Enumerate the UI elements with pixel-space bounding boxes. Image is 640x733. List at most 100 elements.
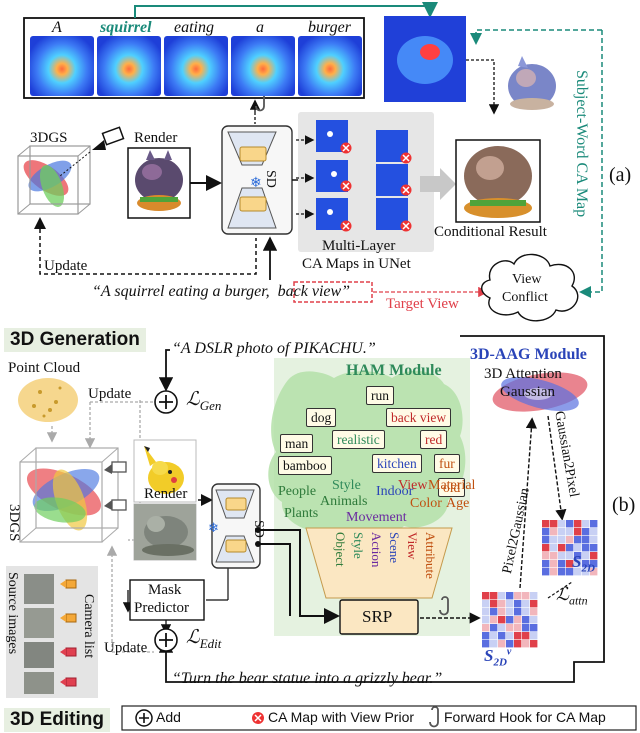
word-label: eating	[174, 19, 214, 36]
grid-cell	[542, 552, 550, 560]
grid-cell	[566, 560, 574, 568]
ham-tag-man: man	[280, 434, 314, 453]
grid-cell	[514, 640, 522, 648]
grid-cell	[522, 632, 530, 640]
label-update-edit: Update	[104, 640, 148, 656]
ca-map-a2	[231, 36, 295, 96]
grid-cell	[514, 600, 522, 608]
grid-cell	[522, 624, 530, 632]
aag-sub-2: Gaussian	[500, 384, 555, 400]
srp-label: SRP	[362, 607, 393, 626]
grid-cell	[514, 608, 522, 616]
srp-col-attribute: Attribute	[423, 532, 438, 579]
ham-tag-bamboo: bamboo	[278, 456, 332, 475]
loss-edit: ℒEdit	[186, 626, 221, 652]
grid-cell	[490, 624, 498, 632]
ham-cat-movement: Movement	[346, 510, 407, 525]
grid-cell	[590, 568, 598, 576]
loss-attn-sub: attn	[568, 593, 588, 608]
ham-tag-run: run	[366, 386, 394, 405]
grid-cell	[542, 568, 550, 576]
grid-cell	[514, 624, 522, 632]
add-icon-legend	[135, 709, 153, 727]
grid-cell	[506, 608, 514, 616]
squirrel-overlay-image	[508, 56, 556, 110]
loss-attn-symbol: ℒ	[556, 584, 569, 604]
label-conflict: Conflict	[502, 290, 548, 305]
ham-cat-style: Style	[332, 478, 361, 493]
grid-cell	[514, 632, 522, 640]
add-icon-edit	[154, 628, 178, 652]
loss-gen: ℒGen	[186, 388, 221, 414]
grid-cell	[498, 600, 506, 608]
grid-cell	[582, 544, 590, 552]
grid-cell	[566, 568, 574, 576]
grid-cell	[574, 560, 582, 568]
aag-title: 3D-AAG Module	[470, 346, 587, 363]
grid-cell	[558, 520, 566, 528]
title-3d-editing: 3D Editing	[4, 708, 110, 732]
grid-cell	[490, 608, 498, 616]
grid-cell	[522, 592, 530, 600]
label-target-view: Target View	[386, 296, 459, 312]
s2d-symbol: S	[572, 552, 582, 571]
srp-col-view: View	[405, 532, 420, 560]
ca-map-view-prior-icons	[340, 142, 412, 232]
word-label-highlight: squirrel	[100, 19, 152, 36]
loss-gen-sub: Gen	[199, 397, 222, 413]
ham-tag-back-view: back view	[386, 408, 452, 427]
ham-tag-realistic: realistic	[332, 430, 385, 449]
grid-cell	[550, 520, 558, 528]
grid-cell	[582, 536, 590, 544]
s2d-symbol: S	[484, 646, 494, 665]
grid-cell	[490, 592, 498, 600]
grid-cell	[550, 568, 558, 576]
grid-cell	[550, 560, 558, 568]
ham-tag-kitchen: kitchen	[372, 454, 422, 473]
loss-gen-symbol: ℒ	[186, 389, 200, 410]
ca-map-squirrel	[97, 36, 161, 96]
grid-cell	[514, 616, 522, 624]
grid-cell	[574, 528, 582, 536]
label-mask: Mask	[148, 582, 182, 598]
label-conditional-result: Conditional Result	[434, 224, 547, 240]
camera-list-icons	[60, 579, 77, 687]
grid-cell	[542, 536, 550, 544]
sd-unet-bottom	[211, 483, 261, 569]
label-sd-bottom: SD	[251, 520, 266, 538]
squirrel-render-image	[135, 150, 183, 211]
legend-forward-hook: Forward Hook for CA Map	[444, 709, 606, 725]
grid-cell	[530, 592, 538, 600]
grid-cell	[574, 520, 582, 528]
label-source-images: Source images	[5, 572, 20, 655]
grid-cell	[498, 624, 506, 632]
camera-icon-top	[59, 126, 125, 177]
word-label: a	[256, 19, 264, 36]
frozen-icon-bottom: ❄	[208, 520, 219, 535]
label-subject-word-ca-map: Subject-Word CA Map	[573, 70, 590, 218]
grid-cell	[590, 536, 598, 544]
panel-label-a: (a)	[609, 164, 632, 186]
back-view-highlight	[293, 281, 373, 303]
s2d-sub: 2D	[581, 562, 595, 575]
s2d-label-bottom: S2Dv	[484, 646, 511, 668]
3dgs-cube-top	[17, 145, 91, 215]
grid-cell	[582, 568, 590, 576]
grid-cell	[506, 640, 514, 648]
grid-cell	[530, 640, 538, 648]
grid-cell	[530, 600, 538, 608]
grid-cell	[482, 640, 490, 648]
prompt-main: “A squirrel eating a burger,	[92, 283, 270, 300]
prompt-text-top: “A squirrel eating a burger, back view”	[92, 283, 350, 301]
grid-cell	[482, 600, 490, 608]
label-point-cloud: Point Cloud	[8, 360, 81, 376]
forward-hook-icon-srp	[439, 596, 449, 616]
conditional-result-image	[464, 146, 532, 218]
grid-cell	[482, 608, 490, 616]
loss-attn: ℒattn	[556, 584, 588, 609]
multi-layer-maps-right	[376, 130, 408, 230]
legend-frame	[121, 705, 637, 731]
grid-cell	[522, 616, 530, 624]
grid-cell	[498, 632, 506, 640]
grid-cell	[558, 544, 566, 552]
